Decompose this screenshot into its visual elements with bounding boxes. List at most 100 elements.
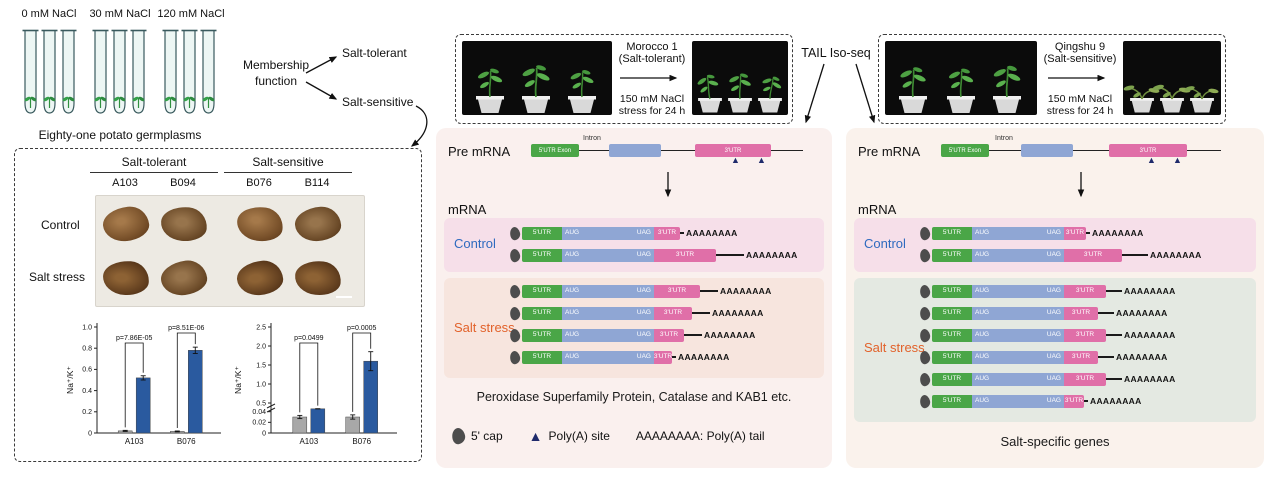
svg-text:0.04: 0.04 — [252, 409, 266, 416]
polya-tail: AAAAAAAA — [720, 286, 772, 296]
svg-text:0.4: 0.4 — [82, 388, 92, 395]
five-prime-cap-icon — [918, 393, 932, 409]
cultivar-phenotype: (Salt-tolerant) — [618, 53, 686, 65]
five-prime-cap-icon — [918, 225, 932, 241]
utr5-segment: 5'UTR — [932, 248, 972, 262]
mrna-label: mRNA — [858, 202, 897, 217]
utr3-box: 3'UTR — [1109, 144, 1187, 157]
legend-polya-site-label: Poly(A) site — [548, 429, 610, 443]
test-tube-icon — [41, 29, 58, 114]
legend-polya-tail-item: AAAAAAAA: Poly(A) tail — [635, 429, 765, 443]
utr3-segment: 3'UTR — [654, 248, 716, 262]
legend-polya-site-item: ▲ Poly(A) site — [529, 429, 610, 443]
polya-tail: AAAAAAAA — [678, 352, 730, 362]
utr5-exon-box: 5'UTR Exon — [531, 144, 579, 157]
photo-qingshu-stressed — [1123, 41, 1221, 115]
utr5-segment: 5'UTR — [522, 248, 562, 262]
svg-text:2.5: 2.5 — [256, 324, 266, 331]
polya-site-icon: ▲ — [731, 155, 740, 165]
leaf-photo — [95, 195, 365, 307]
svg-text:B076: B076 — [352, 437, 371, 446]
photo-qingshu-control — [885, 41, 1037, 115]
utr5-segment: 5'UTR — [522, 284, 562, 298]
group-header-tolerant: Salt-tolerant — [121, 155, 187, 169]
test-tube-icon — [92, 29, 109, 114]
tube-group-label: 30 mM NaCl — [89, 8, 151, 20]
salt-stress-label: Salt stress — [864, 340, 925, 355]
results-box: Salt-tolerant Salt-sensitive A103 B094 B… — [14, 148, 422, 462]
germplasm-caption: Eighty-one potato germplasms — [38, 128, 202, 142]
five-prime-cap-icon — [918, 283, 932, 299]
group-header-sensitive: Salt-sensitive — [252, 155, 324, 169]
utr5-segment: 5'UTR — [522, 350, 562, 364]
utr5-segment: 5'UTR — [932, 284, 972, 298]
isoform-panel-sensitive: Pre mRNA Intron 5'UTR Exon 3'UTR ▲ ▲ mRN… — [846, 128, 1264, 468]
utr3-segment: 3'UTR — [654, 306, 692, 320]
connector-line — [692, 312, 710, 314]
pre-mrna-diagram: Intron 5'UTR Exon 3'UTR ▲ ▲ — [941, 135, 1221, 172]
bar-chart: 00.20.40.60.81.0Na⁺/K⁺p=7.86E-05A103p=8.… — [65, 323, 221, 446]
pre-mrna-diagram: Intron 5'UTR Exon 3'UTR ▲ ▲ — [531, 135, 803, 172]
utr3-segment: 3'UTR — [1064, 328, 1106, 342]
control-label: Control — [864, 236, 906, 251]
tube-group-label: 120 mM NaCl — [157, 8, 225, 20]
cultivar-phenotype: (Salt-sensitive) — [1043, 53, 1117, 65]
utr3-segment: 3'UTR — [1064, 372, 1106, 386]
polya-tail: AAAAAAAA — [1124, 330, 1176, 340]
legend-cap-item: 5' cap — [450, 426, 503, 446]
exon-box — [1021, 144, 1073, 157]
connector-line — [1106, 334, 1122, 336]
test-tube-icon — [60, 29, 77, 114]
genotype-label: B114 — [304, 177, 330, 189]
svg-text:0: 0 — [88, 430, 92, 437]
utr3-segment: 3'UTR — [1064, 226, 1086, 240]
svg-text:A103: A103 — [299, 437, 318, 446]
utr5-segment: 5'UTR — [932, 306, 972, 320]
isoform-panel-tolerant: Pre mRNA Intron 5'UTR Exon 3'UTR ▲ ▲ mRN… — [436, 128, 832, 468]
legend-cap-label: 5' cap — [471, 429, 503, 443]
utr5-exon-box: 5'UTR Exon — [941, 144, 989, 157]
photo-morocco-control — [462, 41, 612, 115]
utr3-segment: 3'UTR — [654, 350, 672, 364]
outcome-salt-sensitive-label: Salt-sensitive — [342, 95, 414, 109]
svg-text:1.5: 1.5 — [256, 362, 266, 369]
connector-line — [700, 290, 718, 292]
utr3-segment: 3'UTR — [1064, 284, 1106, 298]
leaf-image — [101, 204, 151, 244]
connector-line — [684, 334, 702, 336]
svg-text:p=0.0499: p=0.0499 — [294, 335, 323, 342]
leaf-image — [234, 203, 286, 245]
five-prime-cap-icon — [918, 247, 932, 263]
five-prime-cap-icon — [918, 349, 932, 365]
five-prime-cap-icon — [450, 426, 467, 446]
svg-text:Na⁺/K⁺: Na⁺/K⁺ — [65, 366, 75, 394]
polya-tail: AAAAAAAA — [746, 250, 798, 260]
svg-text:1.0: 1.0 — [82, 324, 92, 331]
five-prime-cap-icon — [508, 327, 522, 343]
membership-function-label: Membership function — [242, 58, 310, 88]
utr5-segment: 5'UTR — [932, 226, 972, 240]
polya-tail: AAAAAAAA — [704, 330, 756, 340]
treatment-label: 150 mM NaCl — [619, 93, 685, 105]
leaf-image — [159, 258, 209, 298]
photo-panel-sensitive: Qingshu 9 (Salt-sensitive) 150 mM NaCl s… — [878, 34, 1226, 124]
genotype-label: B076 — [246, 177, 272, 189]
